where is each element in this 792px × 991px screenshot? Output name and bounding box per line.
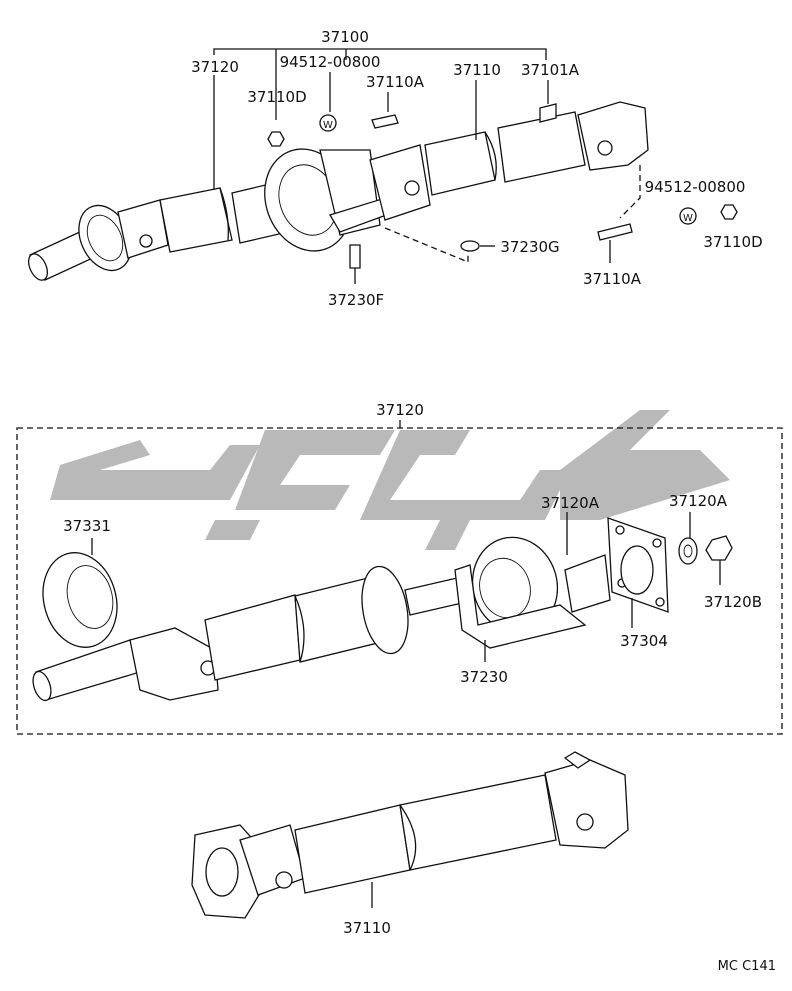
bottom-assembly: 37110	[191, 751, 629, 937]
label-37331: 37331	[63, 517, 111, 535]
label-37230F: 37230F	[328, 291, 384, 309]
label-37230: 37230	[460, 668, 508, 686]
top-propeller-shaft	[27, 101, 649, 281]
label-37110D-right: 37110D	[703, 233, 762, 251]
label-37120B: 37120B	[704, 593, 762, 611]
label-37120A-left: 37120A	[541, 494, 600, 512]
top-assembly: 37100	[27, 28, 763, 309]
nut-37120B	[705, 535, 733, 561]
middle-assembly: 37120 37331	[16, 401, 783, 735]
washer-37230G	[460, 240, 480, 252]
label-37110D-top: 37110D	[247, 88, 306, 106]
label-37120-group: 37120	[376, 401, 424, 419]
label-37110-top: 37110	[453, 61, 501, 79]
bolt-37110A-top	[371, 114, 399, 129]
label-37100: 37100	[321, 28, 369, 46]
label-37304: 37304	[620, 632, 668, 650]
assembly-bracket	[213, 48, 547, 60]
nut-37110D-top	[267, 131, 285, 147]
label-37120-top: 37120	[191, 58, 239, 76]
bottom-propeller-shaft	[191, 751, 629, 919]
svg-text:W: W	[683, 213, 693, 224]
label-94512-00800-top: 94512-00800	[280, 53, 381, 71]
watermark-logo	[50, 410, 730, 550]
bolt-37110A-right	[597, 223, 633, 241]
diagram-code: MC C141	[718, 959, 776, 974]
bolt-37230F	[349, 244, 361, 269]
dust-cover-37331	[42, 552, 118, 648]
washer-94512-top	[319, 114, 337, 132]
label-37230G: 37230G	[500, 238, 559, 256]
label-37110-bottom: 37110	[343, 919, 391, 937]
middle-propeller-shaft	[32, 517, 669, 702]
label-37110A-top: 37110A	[366, 73, 425, 91]
label-37110A-right: 37110A	[583, 270, 642, 288]
washer-94512-right	[679, 207, 697, 225]
label-37120A-right: 37120A	[669, 492, 728, 510]
nut-37110D-right	[720, 204, 738, 220]
label-37101A: 37101A	[521, 61, 580, 79]
group-box-37120	[16, 427, 783, 735]
label-94512-00800-right: 94512-00800	[645, 178, 746, 196]
svg-text:W: W	[323, 120, 333, 131]
washer-37120A	[678, 537, 698, 565]
